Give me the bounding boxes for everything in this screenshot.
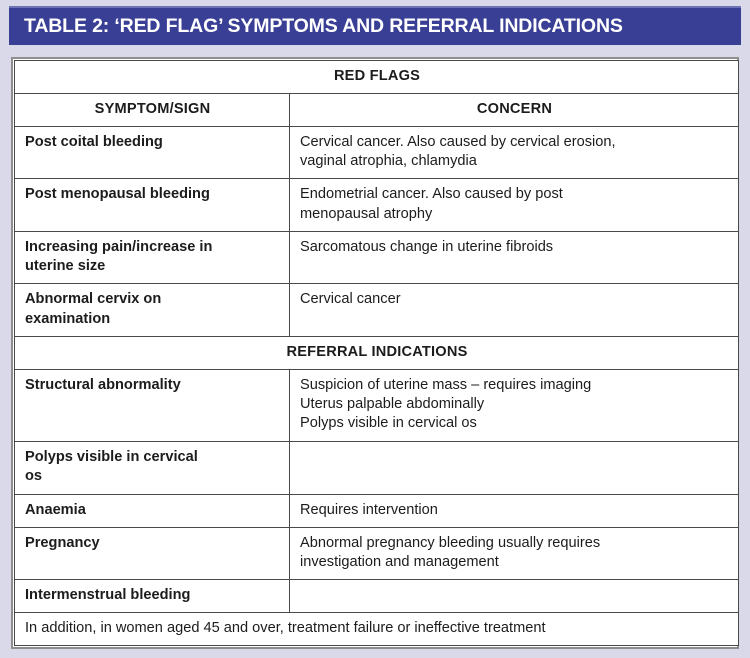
cell-concern: Endometrial cancer. Also caused by post … (289, 178, 739, 232)
cell-concern: Requires intervention (289, 493, 739, 528)
table-footer-note: In addition, in women aged 45 and over, … (14, 612, 739, 646)
concern-line: Cervical cancer. Also caused by cervical… (300, 133, 616, 150)
column-header-concern: CONCERN (289, 92, 739, 127)
table-row: Pregnancy Abnormal pregnancy bleeding us… (14, 526, 739, 581)
concern-line: Suspicion of uterine mass – requires ima… (300, 376, 592, 393)
column-header-row: SYMPTOM/SIGN CONCERN (14, 92, 739, 127)
cell-symptom: Structural abnormality (14, 368, 290, 443)
section-heading-referral-indications: REFERRAL INDICATIONS (14, 336, 739, 370)
cell-symptom: Abnormal cervix on examination (14, 283, 290, 337)
red-flags-table: RED FLAGS SYMPTOM/SIGN CONCERN Post coit… (14, 60, 739, 646)
symptom-line: Increasing pain/increase in (25, 238, 213, 255)
table-footer-row: In addition, in women aged 45 and over, … (14, 612, 739, 646)
table-row: Intermenstrual bleeding (14, 579, 739, 613)
table-row: Increasing pain/increase in uterine size… (14, 230, 739, 285)
concern-line: Polyps visible in cervical os (300, 415, 477, 432)
cell-concern (289, 579, 739, 613)
cell-symptom: Post coital bleeding (14, 125, 290, 180)
cell-symptom: Intermenstrual bleeding (14, 579, 290, 613)
symptom-line: examination (25, 310, 111, 327)
concern-line: Abnormal pregnancy bleeding usually requ… (300, 534, 601, 551)
table-row: Post menopausal bleeding Endometrial can… (14, 178, 739, 232)
table-row: Anaemia Requires intervention (14, 493, 739, 528)
symptom-line: os (25, 468, 43, 485)
concern-line: Requires intervention (300, 501, 438, 518)
table-frame: RED FLAGS SYMPTOM/SIGN CONCERN Post coit… (11, 57, 739, 649)
cell-symptom: Increasing pain/increase in uterine size (14, 230, 290, 285)
cell-concern: Cervical cancer (289, 283, 739, 337)
cell-symptom: Polyps visible in cervical os (14, 441, 290, 495)
section-heading-row: REFERRAL INDICATIONS (14, 336, 739, 370)
concern-line: investigation and management (300, 553, 499, 570)
concern-line: Endometrial cancer. Also caused by post (300, 186, 563, 203)
section-heading-red-flags: RED FLAGS (14, 60, 739, 94)
column-header-symptom: SYMPTOM/SIGN (14, 92, 290, 127)
symptom-line: Abnormal cervix on (25, 291, 162, 308)
cell-concern: Sarcomatous change in uterine fibroids (289, 230, 739, 285)
symptom-line: uterine size (25, 258, 106, 275)
concern-line: Sarcomatous change in uterine fibroids (300, 238, 554, 255)
cell-symptom: Anaemia (14, 493, 290, 528)
table-row: Structural abnormality Suspicion of uter… (14, 368, 739, 443)
symptom-line: Polyps visible in cervical (25, 449, 198, 466)
cell-concern (289, 441, 739, 495)
concern-line: menopausal atrophy (300, 205, 433, 222)
table-row: Polyps visible in cervical os (14, 441, 739, 495)
table-row: Abnormal cervix on examination Cervical … (14, 283, 739, 337)
section-heading-row: RED FLAGS (14, 60, 739, 94)
concern-line: Cervical cancer (300, 291, 401, 308)
cell-symptom: Pregnancy (14, 526, 290, 581)
concern-line: Uterus palpable abdominally (300, 396, 485, 413)
table-title-bar: TABLE 2: ‘RED FLAG’ SYMPTOMS AND REFERRA… (9, 6, 741, 45)
cell-concern: Suspicion of uterine mass – requires ima… (289, 368, 739, 443)
table-row: Post coital bleeding Cervical cancer. Al… (14, 125, 739, 180)
cell-symptom: Post menopausal bleeding (14, 178, 290, 232)
cell-concern: Abnormal pregnancy bleeding usually requ… (289, 526, 739, 581)
cell-concern: Cervical cancer. Also caused by cervical… (289, 125, 739, 180)
page-title: TABLE 2: ‘RED FLAG’ SYMPTOMS AND REFERRA… (24, 15, 623, 37)
concern-line: vaginal atrophia, chlamydia (300, 153, 477, 170)
